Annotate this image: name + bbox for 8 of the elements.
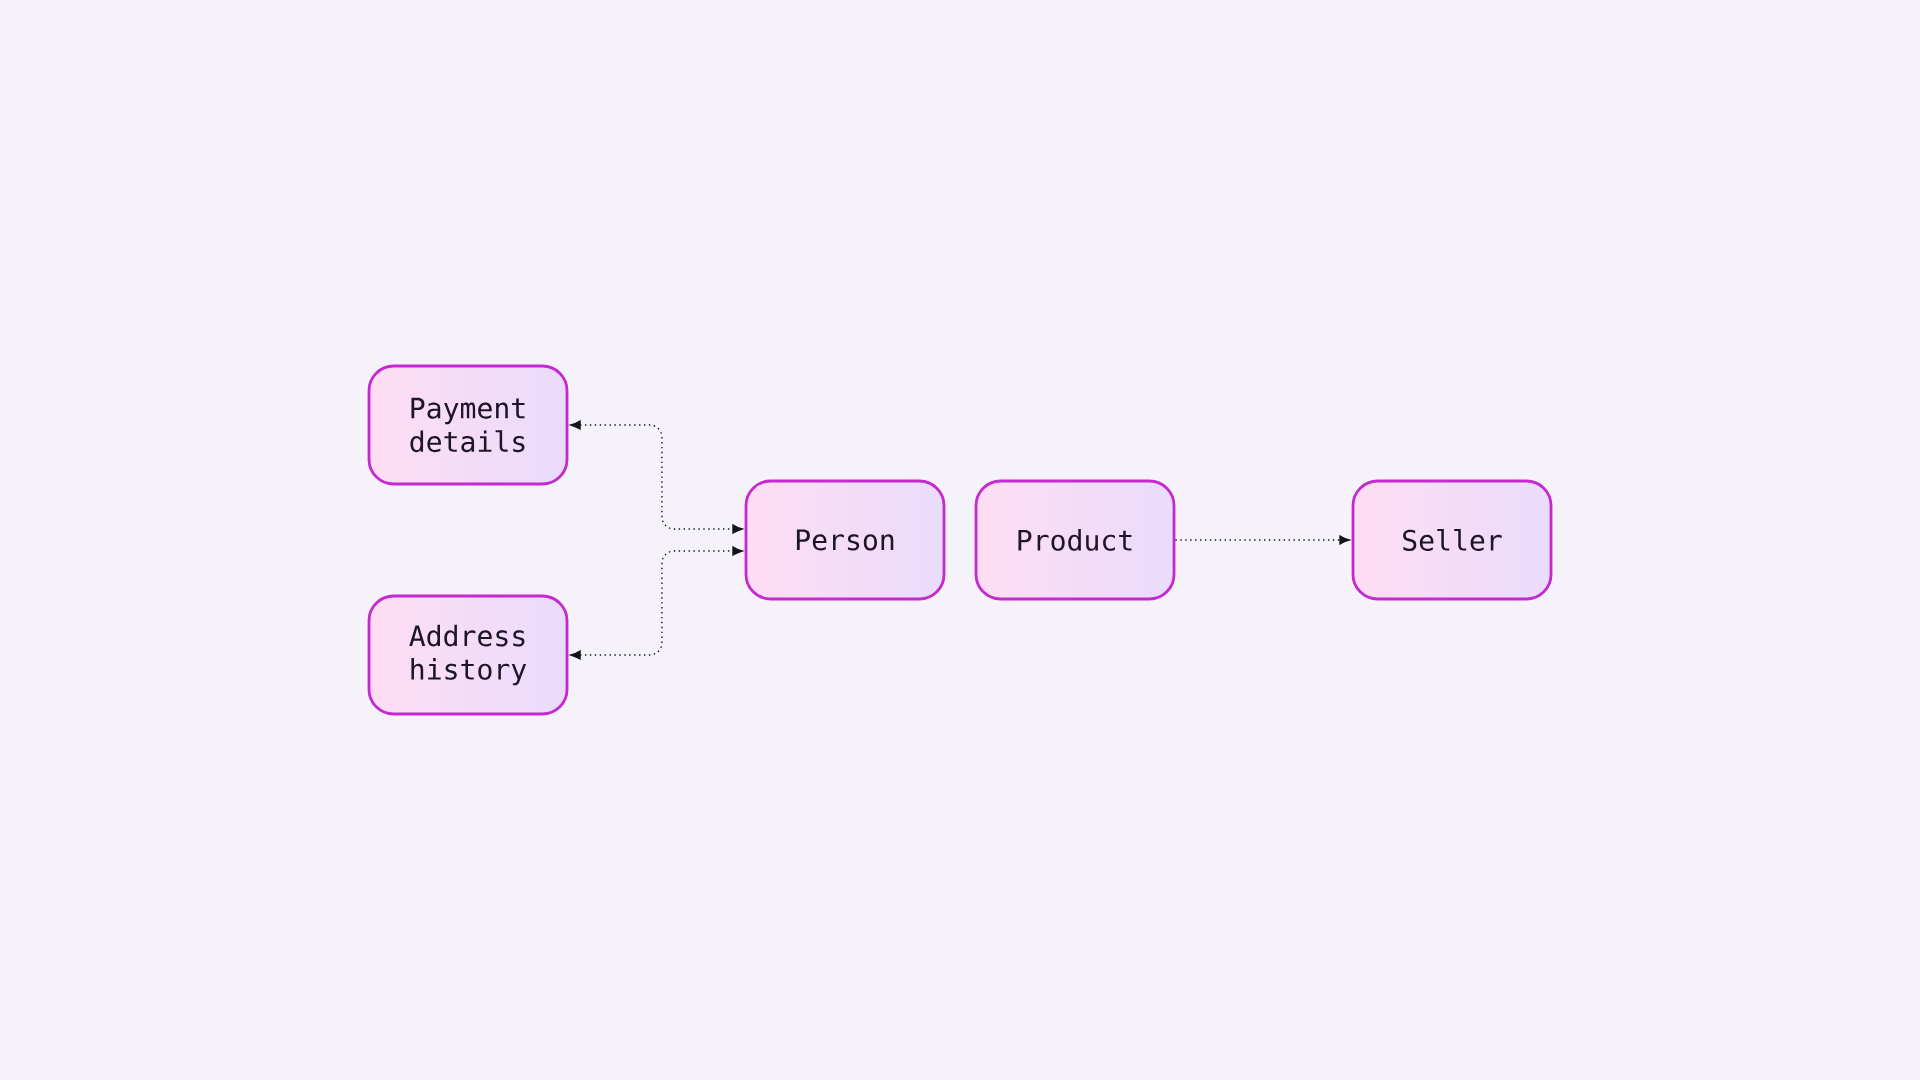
process-box: Person	[744, 479, 946, 601]
arrow	[1174, 535, 1350, 545]
arrow	[570, 420, 743, 534]
process-box: Payment details	[367, 364, 569, 486]
process-box: Product	[974, 479, 1176, 601]
process-box: Address history	[367, 594, 569, 716]
process-box: Seller	[1351, 479, 1553, 601]
arrow	[570, 546, 743, 660]
